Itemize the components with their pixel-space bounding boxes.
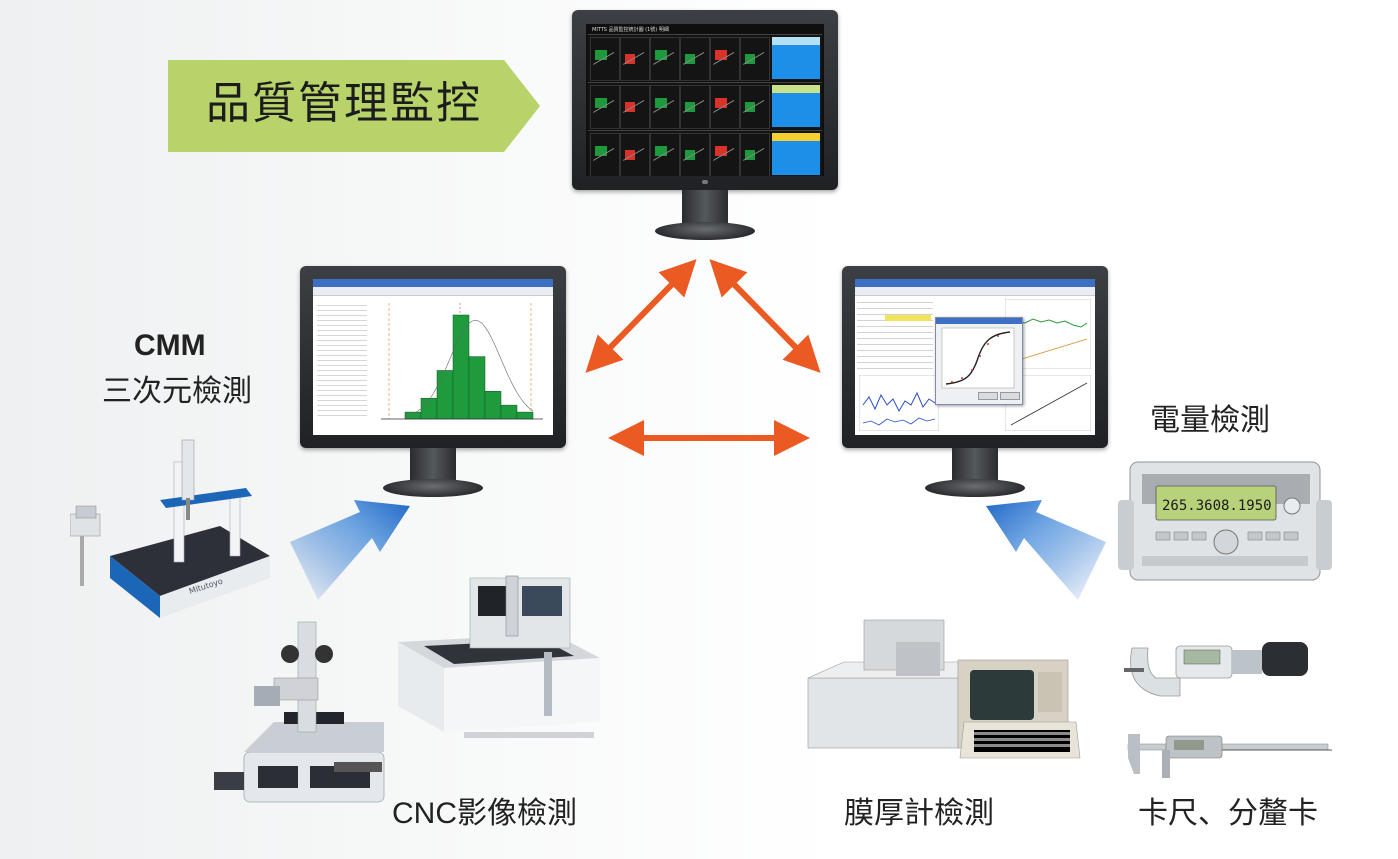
dashboard-cell: [650, 85, 680, 129]
dashboard-cell: [680, 85, 710, 129]
analysis-monitor: [842, 266, 1108, 498]
micrometer-illustration: [1124, 642, 1308, 697]
dashboard-cell: [620, 37, 650, 81]
stats-panel: [317, 301, 367, 419]
blue-gradient-arrow-icon: [290, 500, 410, 600]
arrow-left-top: [585, 259, 697, 373]
normal-curve: [404, 319, 534, 418]
dashboard-cell: [620, 85, 650, 129]
control-chart: [859, 375, 939, 431]
dashboard-status-panel: [772, 37, 820, 79]
dashboard-cell: [680, 133, 710, 176]
label-caliper: 卡尺、分釐卡: [1138, 796, 1318, 831]
dashboard-panel: [588, 130, 822, 176]
dashboard-cell: [650, 133, 680, 176]
dashboard-cell: [740, 133, 770, 176]
blue-gradient-arrow-icon-right: [986, 500, 1106, 600]
dashboard-panel: [588, 34, 822, 81]
label-film: 膜厚計檢測: [844, 796, 994, 831]
label-cnc: CNC影像檢測: [392, 797, 577, 830]
dashboard-cell: [740, 85, 770, 129]
measuring-microscope-illustration: [214, 621, 385, 803]
dashboard-monitor: MITTS 品質監控統計圖 (1號) 明細: [572, 10, 838, 242]
dashboard-cell: [710, 85, 740, 129]
s-curve-chart: [941, 327, 1015, 389]
data-grid: [857, 297, 933, 371]
dashboard-cell: [740, 37, 770, 81]
histogram-window: [313, 279, 553, 435]
label-cmm-en: CMM: [134, 329, 206, 362]
caliper-illustration: [1127, 734, 1332, 778]
dashboard-panel: [588, 82, 822, 129]
banner-arrow: [168, 60, 540, 152]
dashboard-cell: [680, 37, 710, 81]
dashboard-cell: [710, 37, 740, 81]
film-thickness-gauge-illustration: [807, 619, 1081, 759]
dashboard-cell: [590, 133, 620, 176]
dashboard-screen: MITTS 品質監控統計圖 (1號) 明細: [586, 24, 824, 176]
data-grid-highlight: [885, 315, 931, 321]
dashboard-status-panel: [772, 85, 820, 127]
dashboard-status-panel: [772, 133, 820, 175]
monitor-logo: [702, 180, 708, 184]
label-cmm-zh: 三次元檢測: [102, 374, 252, 409]
meter-display: 265.3608.1950: [1162, 498, 1272, 514]
histogram-chart: [381, 303, 543, 420]
banner-shape: [168, 60, 540, 152]
popup-dialog: [935, 317, 1023, 405]
dashboard-cell: [710, 133, 740, 176]
arrow-right-top: [709, 259, 821, 373]
histogram-monitor: [300, 266, 566, 498]
dashboard-cell: [620, 133, 650, 176]
label-electrical: 電量檢測: [1150, 403, 1270, 438]
dashboard-cell: [650, 37, 680, 81]
cnc-vision-machine-illustration: [398, 575, 600, 738]
digital-meter-illustration: 265.3608.1950: [1118, 461, 1332, 581]
dashboard-heading: MITTS 品質監控統計圖 (1號) 明細: [592, 27, 669, 33]
dashboard-cell: [590, 85, 620, 129]
page-title: 品質管理監控: [206, 78, 482, 129]
cmm-machine-illustration: Mitutoyo: [70, 439, 270, 618]
dashboard-cell: [590, 37, 620, 81]
analysis-window: [855, 279, 1095, 435]
